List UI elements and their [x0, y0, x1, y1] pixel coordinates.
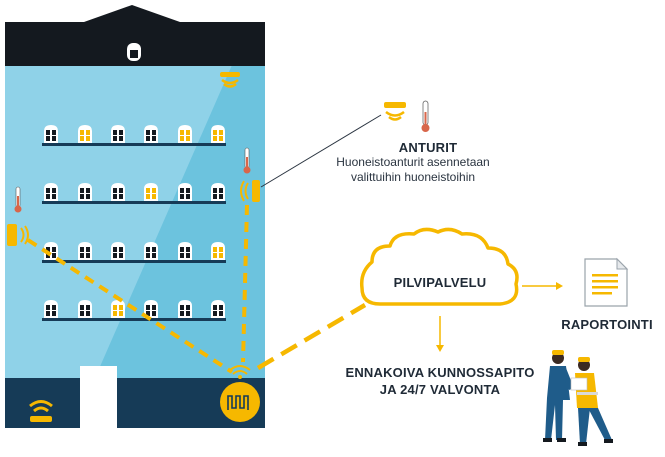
balcony: [42, 260, 226, 263]
building-window: [78, 300, 92, 318]
right-sensor-icon: [240, 180, 260, 202]
entrance-door: [80, 366, 117, 428]
building-window: [78, 183, 92, 201]
building-window: [211, 242, 225, 260]
building-window: [178, 300, 192, 318]
reporting-label: RAPORTOINTI: [561, 317, 653, 332]
anturit-sensor-icon: [384, 102, 406, 121]
building-window: [178, 125, 192, 143]
building-window: [111, 242, 125, 260]
sensors-description-line1: Huoneistoanturit asennetaan: [336, 155, 490, 169]
anturit-thermometer-icon: [421, 100, 430, 132]
maintenance-workers-icon: [543, 350, 613, 446]
building-window: [44, 183, 58, 201]
cloud-shape: [359, 227, 519, 306]
maintenance-label-line1: ENNAKOIVA KUNNOSSAPITO: [345, 365, 535, 380]
building-window: [44, 242, 58, 260]
arrow-to-maintenance: [436, 316, 444, 352]
building: [5, 5, 265, 428]
building-window: [144, 300, 158, 318]
balcony: [42, 143, 226, 146]
balcony: [42, 318, 226, 321]
left-sensor-icon: [7, 224, 29, 246]
arrow-to-reporting: [522, 282, 563, 290]
roof: [5, 5, 265, 66]
building-window: [111, 183, 125, 201]
building-window: [144, 242, 158, 260]
cloud-label: PILVIPALVELU: [393, 275, 487, 290]
building-window: [211, 183, 225, 201]
building-window: [211, 125, 225, 143]
building-window: [178, 183, 192, 201]
attic-window: [127, 43, 141, 61]
left-thermometer-icon: [14, 186, 22, 213]
building-window: [111, 125, 125, 143]
building-window: [144, 125, 158, 143]
building-windows: [42, 125, 226, 321]
sensors-description-line2: valittuihin huoneistoihin: [350, 170, 476, 184]
building-window: [144, 183, 158, 201]
anturit-leader-line: [260, 114, 382, 188]
building-window: [211, 300, 225, 318]
building-window: [178, 242, 192, 260]
report-document-icon: [584, 257, 629, 307]
building-window: [78, 242, 92, 260]
balcony: [42, 201, 226, 204]
maintenance-label-line2: JA 24/7 VALVONTA: [379, 382, 501, 397]
ground-wifi-icon: [29, 400, 53, 422]
sensors-title: ANTURIT: [398, 140, 458, 155]
dashed-connections: [26, 204, 367, 374]
building-window: [44, 125, 58, 143]
building-window: [78, 125, 92, 143]
roof-sensor-icon: [220, 72, 240, 88]
building-window: [44, 300, 58, 318]
building-window: [111, 300, 125, 318]
gateway-device-icon: [220, 365, 260, 422]
right-thermometer-icon: [243, 147, 251, 174]
